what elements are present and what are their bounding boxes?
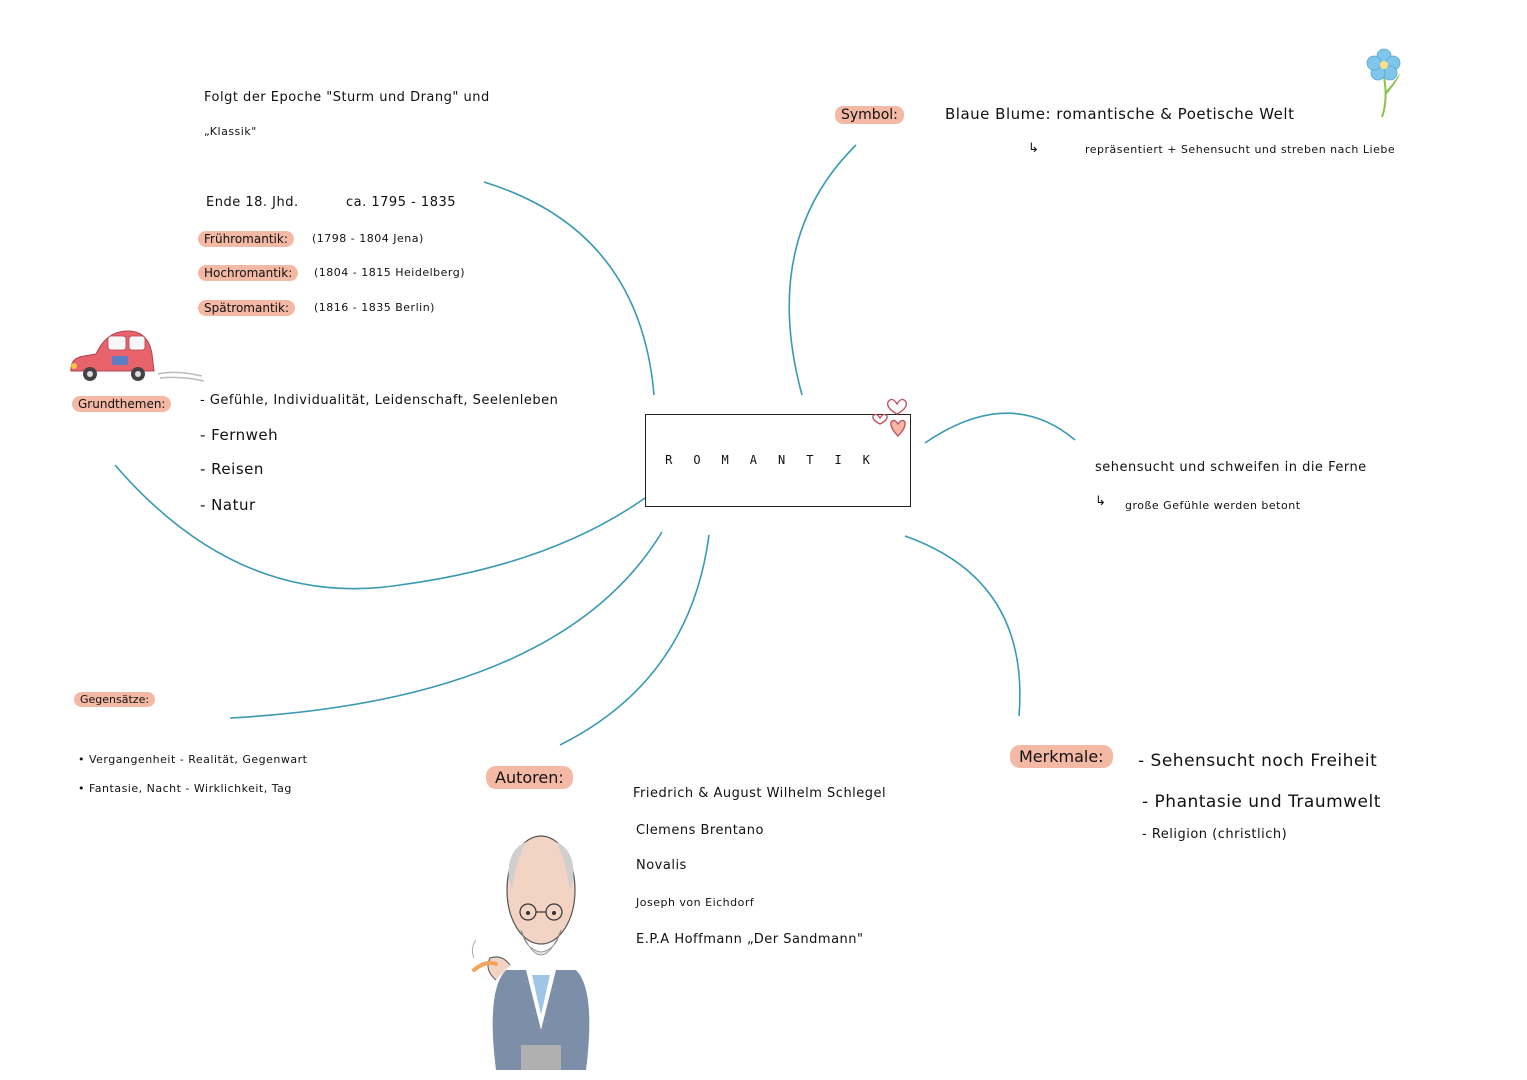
flower-icon (1366, 48, 1401, 118)
grundthemen-item-4: - Natur (200, 496, 256, 514)
autor-item-4: Joseph von Eichdorf (636, 896, 755, 909)
merkmal-item-1: - Sehensucht noch Freiheit (1138, 751, 1378, 771)
symbol-arrow: ↳ (1028, 141, 1040, 156)
branch-symbol (788, 144, 857, 396)
grundthemen-item-2: - Fernweh (200, 426, 279, 444)
grundthemen-label: Grundthemen: (72, 396, 172, 412)
central-topic-box: ROMANTIK (645, 414, 911, 507)
branch-gegensaetze (229, 531, 663, 719)
phase-value-spaet: (1816 - 1835 Berlin) (314, 301, 435, 314)
gegensaetze-label: Gegensätze: (74, 692, 156, 707)
sehnsucht-arrow: ↳ (1095, 494, 1107, 509)
branch-sehnsucht (924, 412, 1076, 444)
branch-merkmale (904, 535, 1021, 717)
epoch-line1: Folgt der Epoche "Sturm und Drang" und (204, 90, 490, 105)
branch-autoren (559, 534, 710, 746)
branch-epoch (483, 181, 655, 396)
gegensaetze-item-1: • Vergangenheit - Realität, Gegenwart (78, 753, 308, 766)
hearts-icon (872, 398, 907, 437)
period-value: ca. 1795 - 1835 (346, 195, 457, 210)
sehnsucht-line2: große Gefühle werden betont (1125, 499, 1301, 512)
symbol-label: Symbol: (835, 106, 904, 124)
phase-label-frueh: Frühromantik: (198, 231, 294, 247)
symbol-line2: repräsentiert + Sehensucht und streben n… (1085, 143, 1396, 156)
gegensaetze-item-2: • Fantasie, Nacht - Wirklichkeit, Tag (78, 782, 292, 795)
phase-label-spaet: Spätromantik: (198, 300, 295, 316)
period-label: Ende 18. Jhd. (206, 195, 299, 210)
merkmal-item-3: - Religion (christlich) (1142, 827, 1288, 842)
symbol-line1: Blaue Blume: romantische & Poetische Wel… (945, 105, 1295, 123)
epoch-line2: „Klassik" (204, 125, 257, 138)
central-topic-title: ROMANTIK (665, 453, 891, 467)
autoren-label: Autoren: (486, 766, 573, 789)
phase-value-frueh: (1798 - 1804 Jena) (312, 232, 424, 245)
phase-value-hoch: (1804 - 1815 Heidelberg) (314, 266, 465, 279)
autor-item-5: E.P.A Hoffmann „Der Sandmann" (636, 932, 864, 947)
autor-item-3: Novalis (636, 858, 687, 873)
autor-item-1: Friedrich & August Wilhelm Schlegel (633, 786, 887, 801)
phase-label-hoch: Hochromantik: (198, 265, 299, 281)
merkmale-label: Merkmale: (1010, 745, 1113, 768)
grundthemen-item-3: - Reisen (200, 460, 264, 478)
sehnsucht-line1: sehensucht und schweifen in die Ferne (1095, 460, 1367, 475)
grundthemen-item-1: - Gefühle, Individualität, Leidenschaft,… (200, 393, 559, 408)
car-icon (70, 330, 205, 382)
autor-item-2: Clemens Brentano (636, 823, 764, 838)
author-portrait (471, 835, 590, 1070)
merkmal-item-2: - Phantasie und Traumwelt (1142, 792, 1381, 812)
branch-grundthemen (114, 464, 646, 590)
